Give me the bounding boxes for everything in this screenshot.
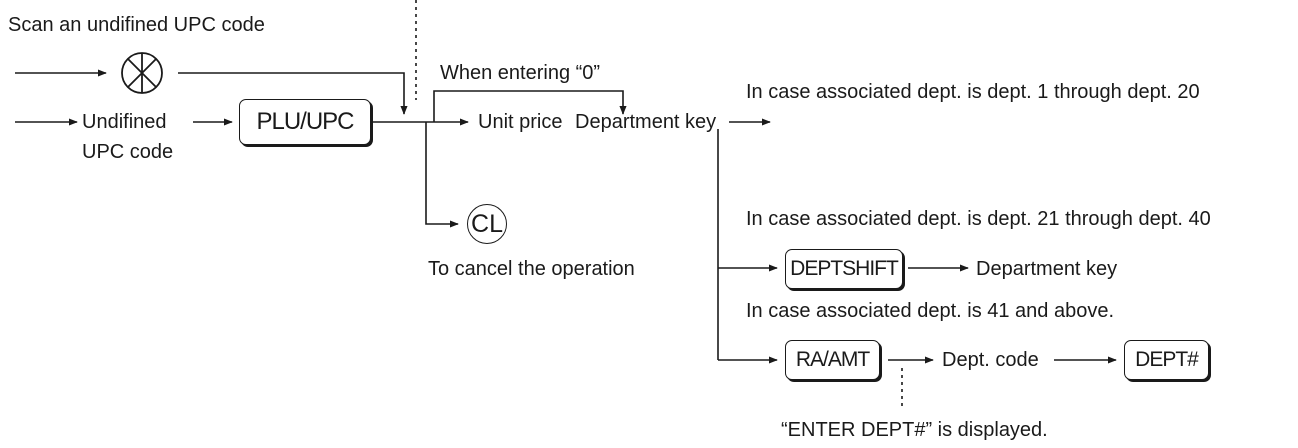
case-dept-1-20-label: In case associated dept. is dept. 1 thro…: [746, 81, 1200, 103]
plu-upc-key: PLU/UPC: [239, 99, 371, 145]
ra-amt-key: RA/AMT: [785, 340, 880, 380]
dept-num-key: DEPT#: [1124, 340, 1209, 380]
deptshift-key: DEPTSHIFT: [785, 249, 903, 289]
line-to-cl-key: [425, 122, 459, 228]
enter-dept-displayed-label: “ENTER DEPT#” is displayed.: [781, 419, 1048, 441]
case-dept-21-40-label: In case associated dept. is dept. 21 thr…: [746, 208, 1211, 230]
when-entering-zero-label: When entering “0”: [440, 62, 601, 84]
department-key-label-1: Department key: [575, 111, 717, 133]
line-scanner-to-junction: [178, 72, 408, 115]
cancel-operation-label: To cancel the operation: [428, 258, 635, 280]
case-dept-41-above-label: In case associated dept. is 41 and above…: [746, 300, 1115, 322]
cl-key: CL: [467, 204, 507, 244]
scan-symbol-icon: [121, 52, 163, 94]
undefined-upc-label-line2: UPC code: [82, 141, 174, 163]
line-when-entering-zero: [433, 90, 627, 122]
undefined-upc-label-line1: Undifined: [82, 111, 167, 133]
dept-code-label: Dept. code: [942, 349, 1039, 371]
unit-price-label: Unit price: [478, 111, 563, 133]
department-key-label-2: Department key: [976, 258, 1118, 280]
scan-undefined-label: Scan an undifined UPC code: [8, 14, 265, 36]
